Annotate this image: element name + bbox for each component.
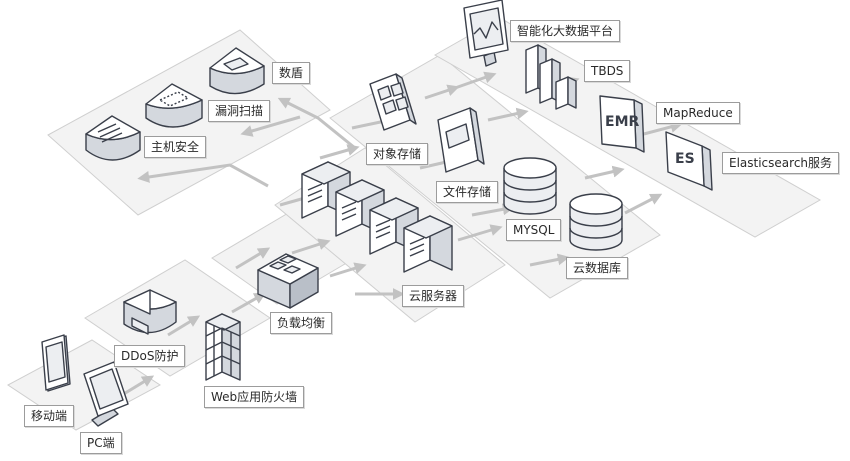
- flow-arrow: [277, 97, 356, 150]
- flow-arrow: [424, 84, 460, 100]
- cloud-database-icon: [569, 193, 623, 251]
- flow-arrow: [319, 144, 360, 160]
- label-data-shield: 数盾: [272, 62, 311, 84]
- bigdata-monitor-icon: [463, 0, 509, 67]
- label-vulnerability-scan: 漏洞扫描: [208, 100, 271, 122]
- label-bigdata-platform: 智能化大数据平台: [510, 20, 621, 42]
- pc-monitor-icon: [83, 361, 129, 427]
- label-file-storage: 文件存储: [436, 181, 499, 203]
- flow-arrow: [235, 247, 271, 270]
- data-shield-icon: [209, 47, 265, 95]
- flow-arrow: [624, 193, 663, 215]
- label-mysql: MYSQL: [506, 219, 562, 241]
- load-balancer-icon: [257, 253, 319, 309]
- label-object-storage: 对象存储: [366, 143, 429, 165]
- label-web-firewall: Web应用防火墙: [204, 386, 305, 408]
- vulnerability-scan-icon: [145, 83, 203, 128]
- flow-arrow: [529, 253, 570, 267]
- label-ddos-protection: DDoS防护: [114, 345, 186, 367]
- label-mobile: 移动端: [24, 405, 75, 427]
- flow-arrow: [231, 292, 267, 314]
- label-cloud-database: 云数据库: [566, 257, 629, 279]
- flow-arrow: [584, 165, 625, 180]
- flow-arrow: [457, 224, 503, 242]
- flow-arrow: [167, 315, 201, 337]
- mysql-database-icon: [503, 157, 557, 215]
- object-storage-icon: [369, 73, 417, 131]
- label-tbds: TBDS: [584, 60, 631, 82]
- label-pc: PC端: [80, 432, 122, 454]
- flow-arrow: [471, 203, 515, 217]
- emr-icon-text: EMR: [605, 114, 639, 130]
- es-card-icon: ES: [665, 131, 713, 191]
- file-storage-icon: [437, 107, 485, 173]
- tbds-blocks-icon: [525, 44, 577, 110]
- mobile-device-icon: [41, 334, 71, 392]
- firewall-icon: [205, 313, 241, 381]
- server-icon: [403, 215, 453, 273]
- flow-arrow: [487, 107, 529, 122]
- es-icon-text: ES: [675, 151, 695, 167]
- flow-arrow: [121, 375, 155, 397]
- host-security-icon: [85, 115, 141, 161]
- server-rack-icons: [301, 161, 453, 273]
- label-load-balancer: 负载均衡: [270, 312, 333, 334]
- server-icon: [369, 197, 419, 255]
- ddos-shield-icon: [123, 289, 177, 335]
- label-elasticsearch: Elasticsearch服务: [722, 152, 840, 174]
- label-host-security: 主机安全: [144, 136, 207, 158]
- flow-arrow: [240, 115, 301, 137]
- label-cloud-server: 云服务器: [402, 285, 465, 307]
- flow-arrow: [639, 121, 683, 137]
- emr-card-icon: EMR: [599, 95, 645, 153]
- flow-arrow: [454, 71, 497, 90]
- label-mapreduce: MapReduce: [656, 102, 740, 124]
- flow-arrow: [291, 238, 331, 255]
- flow-arrow: [329, 262, 367, 278]
- flow-arrow: [137, 163, 269, 188]
